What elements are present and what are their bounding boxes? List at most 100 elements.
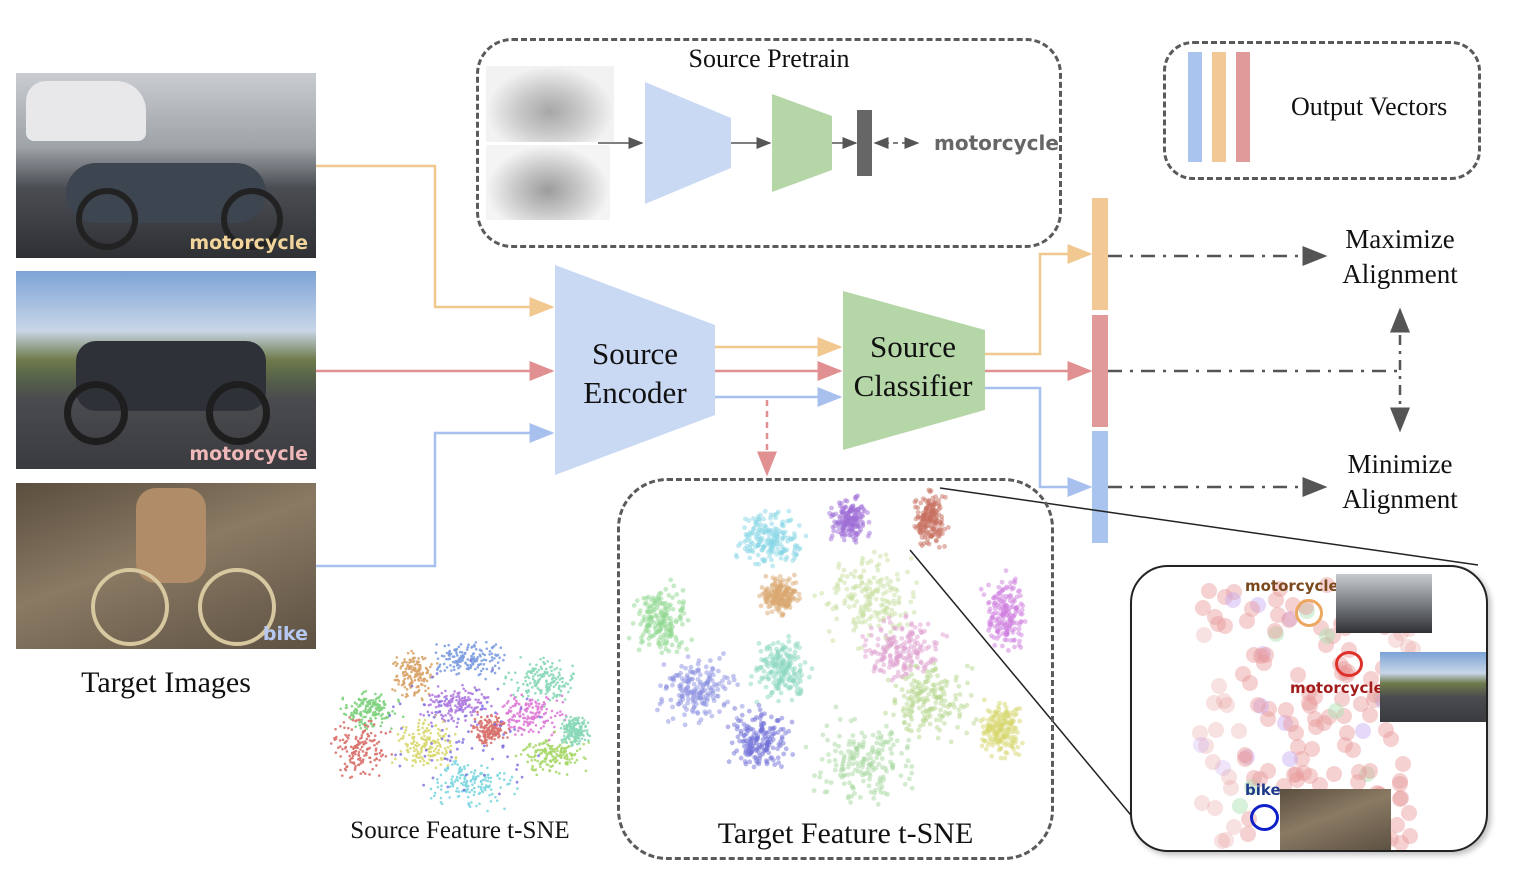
tsne-point <box>479 785 483 789</box>
tsne-point <box>753 561 758 567</box>
tsne-point <box>458 691 461 694</box>
tsne-point <box>403 757 407 760</box>
tsne-point <box>356 746 359 750</box>
tsne-point <box>475 804 478 808</box>
tsne-point <box>518 714 521 718</box>
tsne-point <box>411 732 415 736</box>
tsne-point <box>579 727 583 731</box>
tsne-point <box>539 705 543 709</box>
tsne-point <box>343 726 346 730</box>
tsne-point <box>568 678 572 682</box>
tsne-point <box>379 714 383 718</box>
tsne-point <box>469 779 473 783</box>
tsne-point <box>456 717 460 721</box>
output-vector-red <box>1092 315 1108 427</box>
tsne-point <box>423 684 427 688</box>
tsne-point <box>541 760 545 763</box>
tsne-point <box>531 675 535 678</box>
tsne-point <box>400 727 403 730</box>
tsne-point <box>373 758 376 762</box>
tsne-point <box>428 758 431 761</box>
tsne-point <box>466 795 470 799</box>
tsne-point <box>466 645 470 649</box>
tsne-point <box>543 662 546 666</box>
tsne-point <box>417 728 421 732</box>
tsne-point <box>482 778 485 782</box>
tsne-point <box>524 689 528 693</box>
tsne-point <box>534 713 537 716</box>
tsne-point <box>426 671 430 674</box>
tsne-point <box>351 754 355 758</box>
tsne-point <box>393 689 397 692</box>
tsne-point <box>440 737 444 741</box>
inset-point <box>1326 765 1343 782</box>
tsne-point <box>518 711 522 714</box>
tsne-point <box>565 724 568 727</box>
tsne-point <box>363 740 367 743</box>
tsne-point <box>930 526 936 532</box>
tsne-point <box>536 708 539 711</box>
tsne-point <box>408 733 411 737</box>
tsne-point <box>349 745 353 749</box>
source-classifier-shape[interactable] <box>843 291 985 450</box>
tsne-point <box>576 718 580 722</box>
tsne-point <box>446 785 450 789</box>
tsne-point <box>743 531 749 537</box>
tsne-point <box>475 688 478 692</box>
tsne-point <box>786 508 792 514</box>
tsne-point <box>449 652 453 656</box>
tsne-point <box>378 751 382 755</box>
tsne-point <box>583 729 587 732</box>
tsne-point <box>348 776 352 779</box>
tsne-point <box>474 658 478 662</box>
tsne-point <box>485 647 489 650</box>
tsne-point <box>403 658 406 661</box>
tsne-point <box>576 721 579 725</box>
tsne-point <box>570 733 574 737</box>
tsne-point <box>855 523 861 528</box>
source-encoder-shape[interactable] <box>555 265 715 475</box>
tsne-point <box>486 809 489 813</box>
tsne-point <box>429 698 433 701</box>
tsne-point <box>550 665 553 668</box>
tsne-point <box>427 747 430 751</box>
tsne-point <box>419 673 423 677</box>
tsne-point <box>451 696 455 700</box>
tsne-point <box>368 773 371 776</box>
tsne-point <box>574 716 578 720</box>
tsne-point <box>402 734 405 738</box>
tsne-point <box>443 757 447 761</box>
tsne-point <box>410 649 413 653</box>
tsne-point <box>469 666 472 670</box>
tsne-point <box>559 756 563 760</box>
tsne-point <box>476 733 480 736</box>
tsne-point <box>353 701 357 704</box>
tsne-point <box>402 660 406 664</box>
tsne-point <box>439 763 443 766</box>
tsne-point <box>773 533 779 539</box>
tsne-point <box>411 759 415 762</box>
tsne-point <box>428 736 432 739</box>
tsne-point <box>537 668 541 672</box>
inset-point <box>1208 722 1225 739</box>
tsne-point <box>437 727 440 731</box>
tsne-point <box>550 733 554 737</box>
tsne-point <box>572 753 576 757</box>
tsne-point <box>422 722 425 726</box>
tsne-point <box>415 685 419 689</box>
tsne-point <box>859 504 865 509</box>
tsne-point <box>559 668 562 671</box>
pretrain-output-label: motorcycle <box>934 131 1059 155</box>
tsne-point <box>466 658 470 661</box>
pretrain-image-motorcycle-render-1 <box>486 66 614 142</box>
tsne-point <box>528 663 532 666</box>
tsne-point <box>550 673 553 676</box>
tsne-point <box>734 554 740 560</box>
tsne-point <box>580 731 583 734</box>
tsne-point <box>775 547 781 552</box>
tsne-point <box>474 641 478 644</box>
tsne-point <box>444 749 448 753</box>
tsne-point <box>461 703 465 707</box>
tsne-point <box>526 675 529 678</box>
inset-point <box>1362 762 1378 779</box>
